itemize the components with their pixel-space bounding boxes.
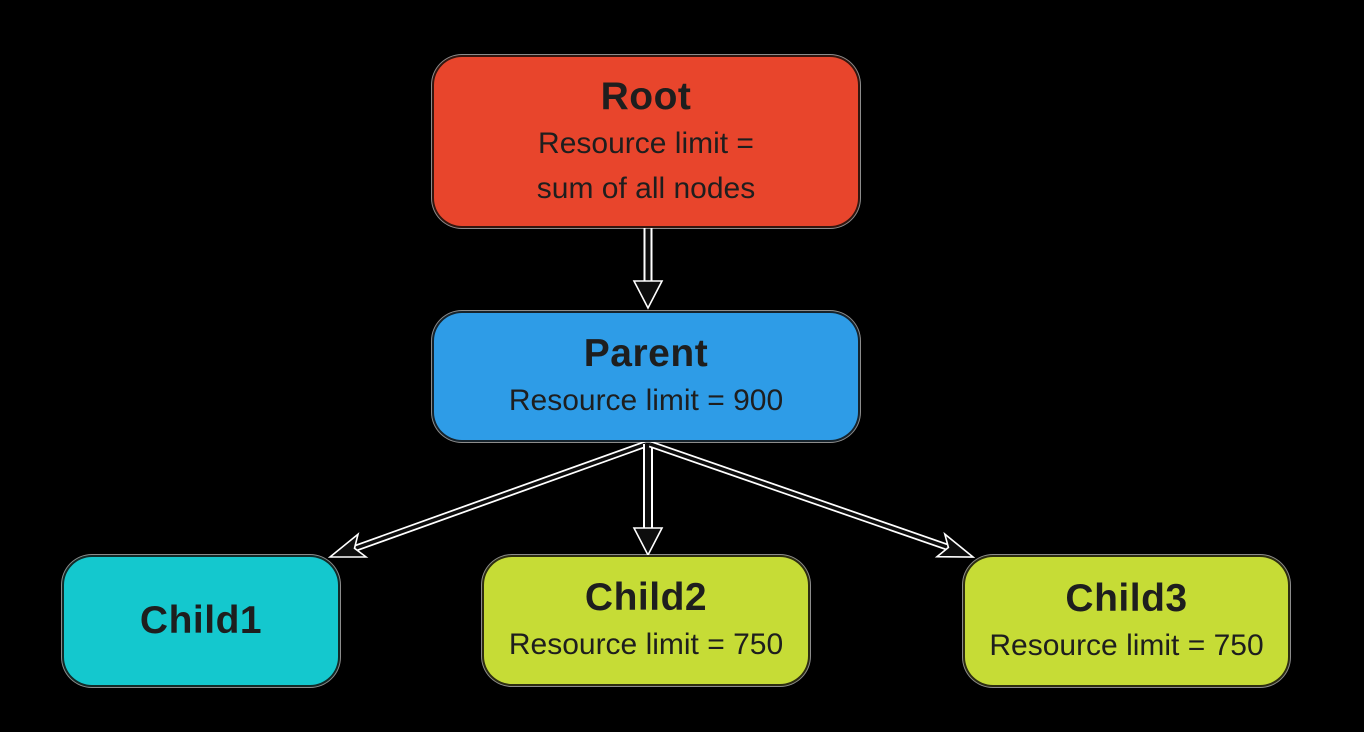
edge-root-parent — [632, 228, 664, 310]
node-child3-title: Child3 — [1065, 576, 1188, 620]
node-root-line-2: sum of all nodes — [536, 171, 756, 205]
node-child2-line-1: Resource limit = 750 — [508, 628, 784, 661]
arrowhead-left-icon — [327, 532, 369, 558]
edge-parent-child2 — [632, 444, 664, 557]
node-child2-title: Child2 — [584, 576, 708, 619]
node-parent: Parent Resource limit = 900 — [432, 311, 860, 442]
edge-parent-child3 — [648, 440, 976, 558]
node-parent-title: Parent — [583, 332, 709, 375]
node-child3-line-1: Resource limit = 750 — [989, 628, 1264, 662]
arrowhead-right-icon — [934, 531, 976, 558]
edge-parent-child1 — [327, 440, 648, 558]
node-root: Root Resource limit = sum of all nodes — [432, 55, 860, 228]
node-parent-line-1: Resource limit = 900 — [508, 384, 784, 417]
node-child1: Child1 — [62, 555, 340, 687]
arrowhead-down-icon — [632, 527, 664, 557]
arrowhead-down-icon — [632, 280, 664, 310]
node-root-line-1: Resource limit = — [538, 126, 754, 160]
node-child1-title: Child1 — [139, 599, 263, 642]
node-child3: Child3 Resource limit = 750 — [963, 555, 1290, 687]
node-child2: Child2 Resource limit = 750 — [482, 555, 810, 686]
node-root-title: Root — [600, 74, 692, 118]
